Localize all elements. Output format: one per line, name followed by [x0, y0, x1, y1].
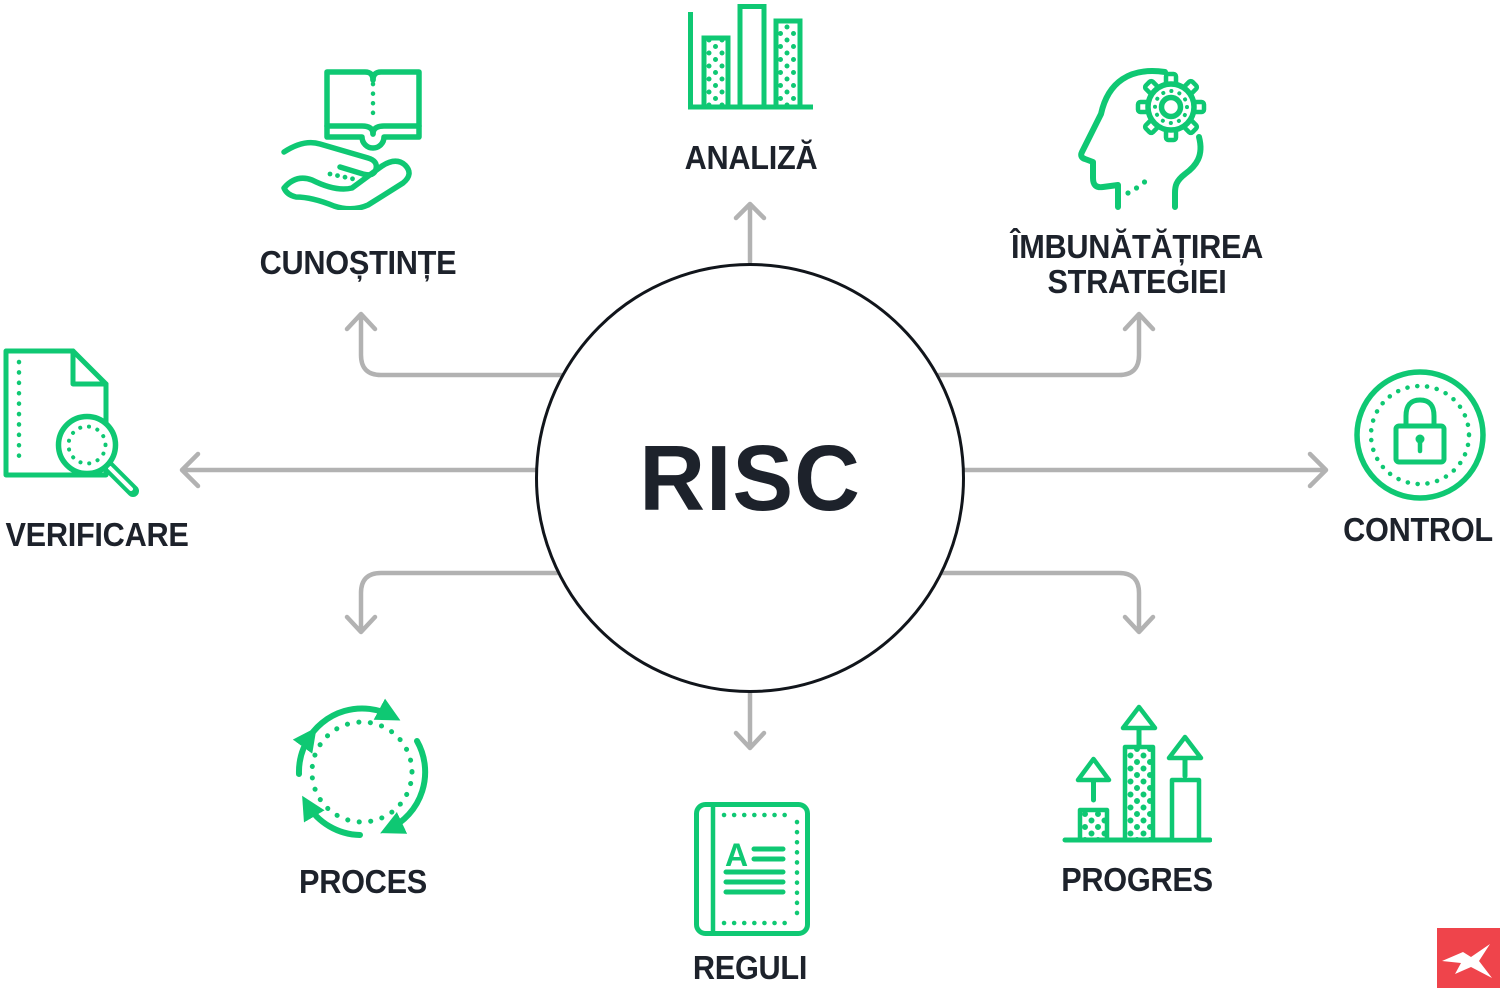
node-strategie-label-line1: ÎMBUNĂTĂȚIREA [1010, 228, 1264, 265]
center-title: RISC [639, 425, 861, 530]
connector-arrow-control [962, 451, 1329, 489]
connector-arrow-verificare [179, 451, 538, 489]
connector-arrow-proces [344, 570, 560, 635]
connector-arrow-progres [940, 570, 1156, 635]
rulebook-letter: A [725, 837, 748, 873]
node-strategie-label: ÎMBUNĂTĂȚIREA STRATEGIEI [974, 229, 1300, 299]
node-cunostinte-label: CUNOȘTINȚE [259, 244, 457, 281]
node-strategie-label-line2: STRATEGIEI [1047, 263, 1227, 300]
bar-chart-icon [688, 4, 813, 110]
node-analiza-label: ANALIZĂ [684, 139, 818, 176]
connector-arrow-strategie [936, 311, 1156, 378]
rulebook-icon: A [694, 802, 810, 936]
connector-arrow-analiza [733, 201, 767, 265]
hand-holding-book-icon [281, 69, 422, 210]
node-progres-label: PROGRES [1061, 861, 1213, 898]
center-circle: RISC [535, 263, 965, 693]
connector-arrow-reguli [733, 690, 767, 751]
xtb-logo-glyph [1442, 944, 1492, 978]
node-proces-label: PROCES [299, 863, 427, 900]
connector-arrow-cunostinte [344, 311, 564, 378]
padlock-in-circle-icon [1354, 369, 1486, 501]
head-with-gear-icon [1078, 68, 1207, 210]
xtb-logo [1437, 928, 1500, 988]
node-control-label: CONTROL [1343, 511, 1493, 548]
node-reguli-label: REGULI [692, 949, 808, 986]
growth-bars-arrows-icon [1062, 704, 1212, 843]
node-verificare-label: VERIFICARE [5, 516, 189, 553]
cycle-arrows-icon [292, 698, 429, 838]
document-magnifier-icon [3, 348, 139, 497]
